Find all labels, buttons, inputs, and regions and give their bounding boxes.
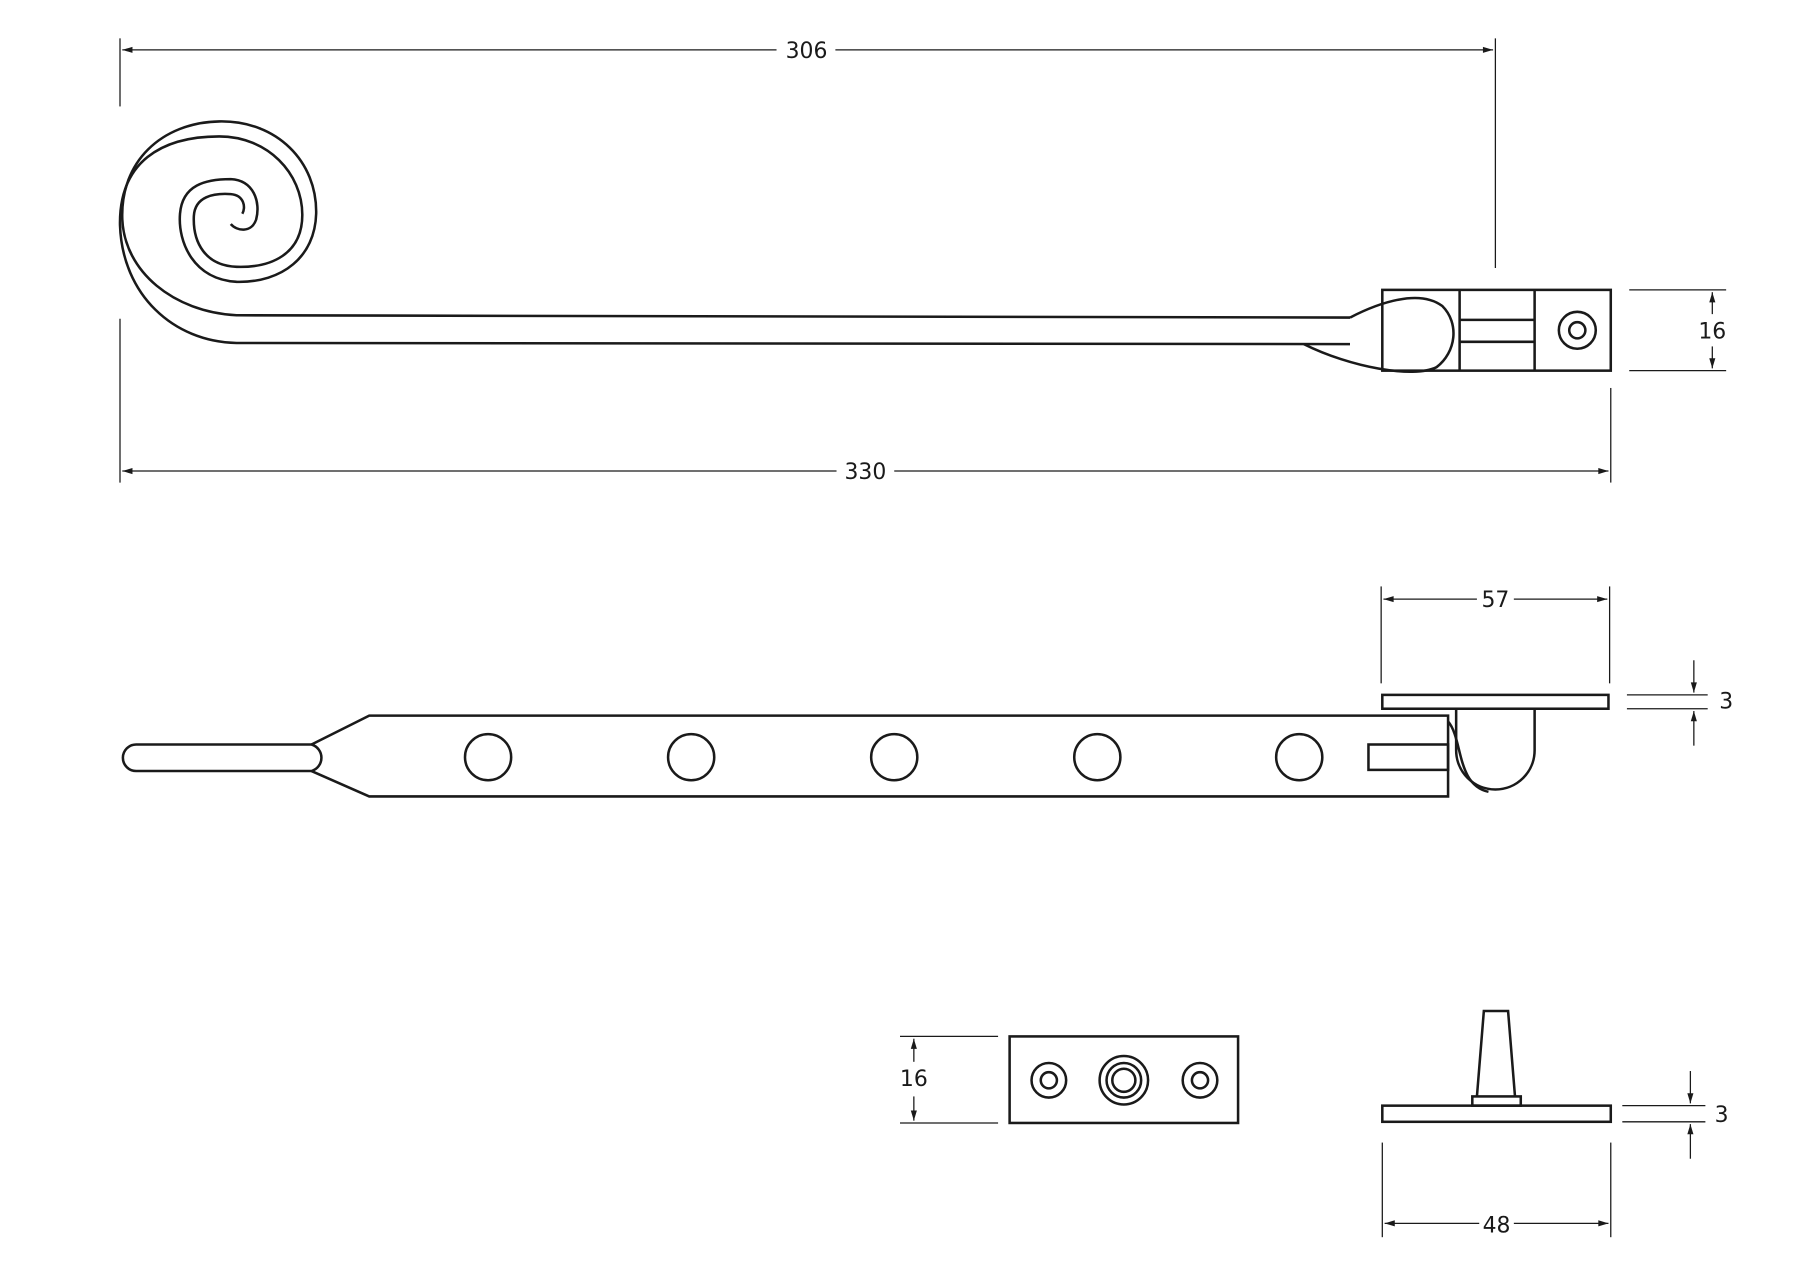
screw-hole-icon bbox=[1557, 310, 1598, 350]
dimension-label: 306 bbox=[786, 39, 828, 64]
dimension-48: 48 bbox=[1381, 1142, 1612, 1239]
dimension-label: 57 bbox=[1481, 588, 1509, 613]
dimension-label: 48 bbox=[1483, 1214, 1511, 1239]
top-view-stay-arm bbox=[118, 120, 1613, 373]
dimension-label: 3 bbox=[1715, 1103, 1729, 1128]
dimension-16-keep: 16 bbox=[900, 1035, 999, 1124]
dimension-16-top: 16 bbox=[1629, 289, 1726, 372]
dimension-label: 16 bbox=[1698, 319, 1726, 344]
dimension-57: 57 bbox=[1380, 586, 1611, 684]
dimension-label: 16 bbox=[900, 1067, 928, 1092]
keep-plate bbox=[1008, 1035, 1240, 1125]
pin-plate bbox=[1381, 1009, 1613, 1124]
dimension-3-side: 3 bbox=[1626, 660, 1733, 746]
dimension-label: 3 bbox=[1719, 690, 1733, 715]
dimension-330: 330 bbox=[119, 318, 1612, 485]
dimension-label: 330 bbox=[844, 460, 886, 485]
dimension-306: 306 bbox=[119, 38, 1497, 268]
side-view-stay-bar bbox=[121, 693, 1610, 798]
dimension-3-pin: 3 bbox=[1622, 1071, 1729, 1159]
